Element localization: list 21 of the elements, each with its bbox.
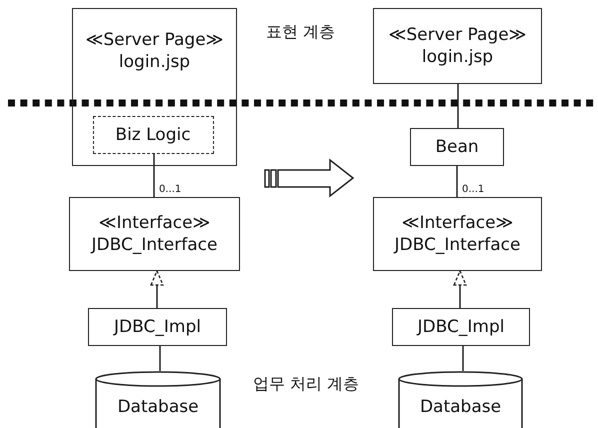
layer-label: 표현 계층 [266,22,336,43]
class-box: ≪Interface≫ JDBC_Interface [69,197,240,271]
connector [457,84,459,128]
database-cylinder: Database [95,371,221,428]
connector [462,346,464,371]
class-box: ≪Server Page≫ login.jsp [373,8,542,84]
component-box: Biz Logic [92,116,214,154]
connector [453,270,467,308]
class-box: JDBC_Impl [392,308,530,346]
connector [153,154,155,197]
class-box: ≪Server Page≫ login.jsp Biz Logic [72,8,237,166]
layer-label: 업무 처리 계층 [253,374,360,395]
connector [456,166,458,197]
connector [150,270,164,308]
multiplicity-label: 0...1 [158,184,182,195]
connector [159,346,161,371]
class-box: JDBC_Impl [88,308,227,346]
database-cylinder: Database [398,371,523,428]
multiplicity-label: 0...1 [461,184,486,195]
class-box: Bean [410,128,504,166]
class-box: ≪Interface≫ JDBC_Interface [373,197,542,271]
